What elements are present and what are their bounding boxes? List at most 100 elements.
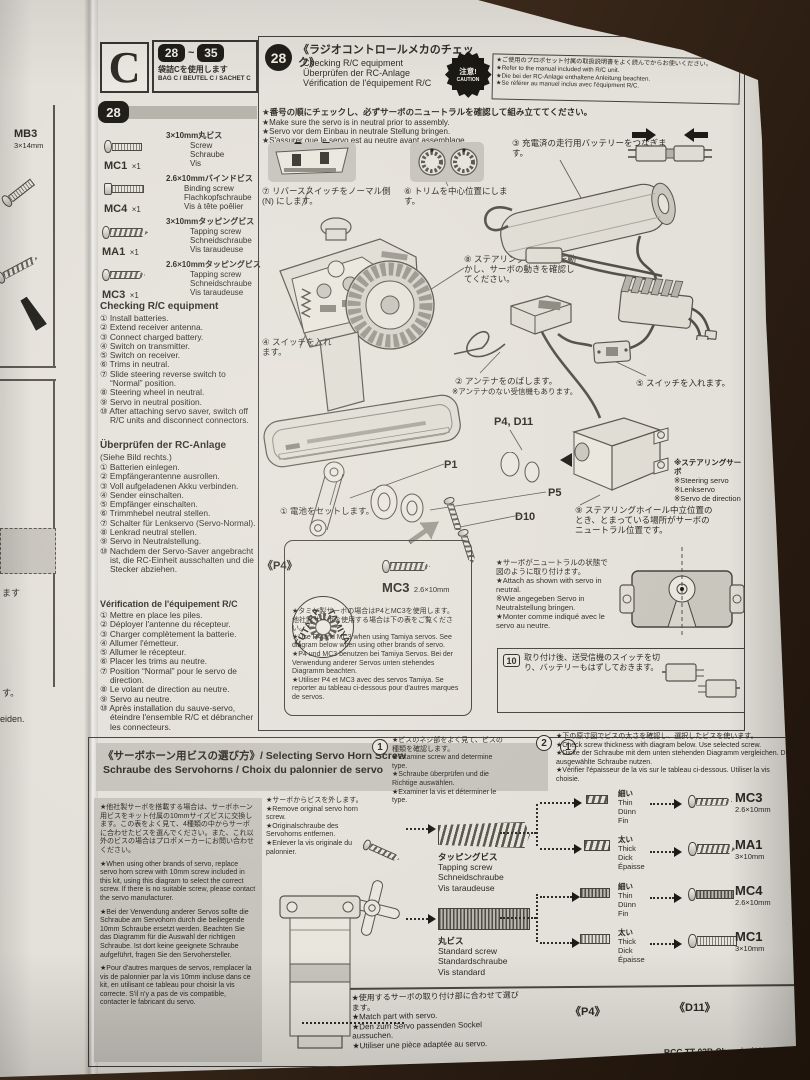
part-ma1-icon xyxy=(102,226,148,239)
part-ma1-jp: 3×10mmタッピングビス xyxy=(166,217,255,226)
part-mc1-jp: 3×10mm丸ビス xyxy=(166,131,223,140)
bottom-servo-illustration xyxy=(279,895,361,1049)
thickness-label: Dünn xyxy=(618,807,636,816)
thickness-label: Fin xyxy=(618,909,629,918)
part-mc4-qty: ×1 xyxy=(131,205,141,214)
callout-7: ⑦ リバーススイッチをノーマル側 (N) にします。 xyxy=(262,186,391,207)
label-p4-d11: P4, D11 xyxy=(494,416,534,428)
step10-text: 取り付け後、送受信機のスイッチを切り、バッテリーもはずしておきます。 xyxy=(524,653,660,672)
bag-range-from: 28 xyxy=(158,44,185,62)
standard-screw-labels: 丸ビス Standard screw Standardschraube Vis … xyxy=(438,936,528,977)
thickness-label: 細い xyxy=(618,789,633,798)
thickness-label: Épaisse xyxy=(618,862,645,871)
standard-label: Standard screw xyxy=(438,946,498,957)
steering-servo-label: ※Steering servo xyxy=(674,476,729,485)
dotted-leader xyxy=(302,1022,404,1024)
check-fr-item: ① Mettre en place les piles. xyxy=(100,610,203,620)
bag-letter: C xyxy=(108,42,141,92)
reverse-switch-inset xyxy=(268,142,356,182)
dotted-arrow xyxy=(540,892,580,902)
step2-line: ★Check screw thickness with diagram belo… xyxy=(556,741,762,749)
caution-burst-icon: 注意!CAUTION xyxy=(444,50,492,98)
adjacent-box-line-1 xyxy=(0,366,56,368)
caution-en: CAUTION xyxy=(456,76,480,83)
disc1-label: 《P4》 xyxy=(570,1006,606,1018)
check-de-item: ② Empfängerantenne ausrollen. xyxy=(100,471,220,482)
p4-box-line: ★P4 und MC3 benutzen bei Tamiya Servos. … xyxy=(292,650,454,676)
part-mc4-jp: 2.6×10mmバインドビス xyxy=(166,174,253,183)
check-en-item: ② Extend receiver antenna. xyxy=(100,322,203,333)
dotted-arrow xyxy=(650,847,682,857)
p4-box-text: ★タミヤ製サーボの場合はP4とMC3を使用します。 他社製サーボを使用する場合は… xyxy=(292,608,466,703)
panel-title-en: Checking R/C equipment xyxy=(303,58,404,68)
part-mc1-qty: ×1 xyxy=(131,162,141,171)
check-fr-item: ⑩ Après installation du sauve-servo, éte… xyxy=(100,702,254,732)
standard-label: Vis standard xyxy=(438,966,486,977)
check-en-item: ⑤ Switch on receiver. xyxy=(100,350,181,361)
check-fr-title: Vérification de l'équipement R/C xyxy=(100,599,238,609)
check-en-item: ⑧ Steering wheel in neutral. xyxy=(100,387,205,398)
tapping-label: Vis taraudeuse xyxy=(438,882,495,893)
disconnect-connectors-icon xyxy=(662,663,740,698)
bottom-info-box: ★他社製サーボを搭載する場合は、サーボホーン用ビスをキット付属の10mmサイズビ… xyxy=(94,798,262,1062)
adjacent-text-fragment-3: eiden. xyxy=(0,714,25,724)
adjacent-screw-icon xyxy=(0,176,36,209)
remove-line: ★Remove original servo horn screw. xyxy=(266,805,358,822)
panel-title-de: Überprüfen der RC-Anlage xyxy=(303,68,411,78)
row-mc1-screw-icon xyxy=(688,934,737,948)
thickness-label: Épaisse xyxy=(618,955,645,964)
thickness-label: 太い xyxy=(618,835,633,844)
p4-box-screw-size: 2.6×10mm xyxy=(413,585,450,594)
check-fr-item: ③ Charger complètement la batterie. xyxy=(100,628,237,639)
step2-line: ★Dicke der Schraube mit dem unten stehen… xyxy=(556,750,792,766)
check-fr-item: ⑤ Allumer le récepteur. xyxy=(100,647,187,658)
check-en-title: Checking R/C equipment xyxy=(100,301,219,312)
remove-screw-note: ★サーボからビスを外します。 ★Remove original servo ho… xyxy=(266,797,370,857)
callout-9: ⑨ ステアリングホイール中立位置のとき、とまっている場所がサーボのニュートラル位… xyxy=(575,505,713,536)
step1-line: ★Schraube überprüfen und die Richtige au… xyxy=(392,771,489,787)
check-fr-item: ⑧ Le volant de direction au neutre. xyxy=(100,684,230,695)
row-mc4-screw-icon xyxy=(688,888,734,901)
check-de-item: ⑦ Schalter für Lenkservo (Servo-Normal). xyxy=(100,517,256,528)
p4-box-line: ★Use P4 and MC3 when using Tamiya servos… xyxy=(292,633,452,650)
p4-box-line: ★タミヤ製サーボの場合はP4とMC3を使用します。 xyxy=(292,608,454,615)
dotted-arrow xyxy=(650,893,682,903)
row-mc3-labels: 細い Thin Dünn Fin xyxy=(618,789,636,825)
esc-illustration xyxy=(617,276,718,340)
check-en-list: ① Install batteries. ② Extend receiver a… xyxy=(100,313,258,426)
standard-label: Standardschraube xyxy=(438,956,508,967)
disc2-label: 《D11》 xyxy=(674,1002,716,1014)
label-p1: P1 xyxy=(444,459,458,471)
adjacent-gray-box xyxy=(0,528,56,574)
bag-usage-langs: BAG C / BEUTEL C / SACHET C xyxy=(158,74,251,82)
steering-servo-label: ※Lenkservo xyxy=(674,485,715,494)
adjacent-text-fragment-1: ます xyxy=(2,588,21,598)
dotted-arrow xyxy=(406,824,436,834)
panel-title-jp: 《ラジオコントロールメカのチェック》 xyxy=(298,44,474,69)
panel-title-fr: Vérification de l'équipement R/C xyxy=(303,78,432,88)
dotted-leader xyxy=(536,804,538,846)
row-mc4-code: MC4 xyxy=(735,883,763,898)
check-de-item: ① Batterien einlegen. xyxy=(100,462,180,472)
attach-note-line: ★Attach as shown with servo in neutral. xyxy=(496,576,602,594)
part-mc4-de: Flachkopfschraube xyxy=(184,193,252,202)
chassis-footer: RCC TT-02B Chassis (11053619) xyxy=(663,1044,794,1058)
servo-top-view xyxy=(619,547,745,637)
bottom-header-line1: 《サーボホーン用ビスの選び方》/ Selecting Servo Horn Sc… xyxy=(103,750,406,762)
step1-text: ★ビスのネジ部をよく見て、ビスの種類を確認します。 ★Examine screw… xyxy=(392,737,506,806)
bag-usage-jp: 袋詰Cを使用します xyxy=(158,65,228,74)
attach-note: ★サーボがニュートラルの状態で図のように取り付けます。 ★Attach as s… xyxy=(496,558,610,630)
servo-illustration xyxy=(560,417,669,491)
part-mc4-icon xyxy=(104,183,144,195)
thickness-label: Dick xyxy=(618,853,633,862)
check-en-item: ⑩ After attaching servo saver, switch of… xyxy=(100,405,249,426)
step28-panel xyxy=(258,36,745,731)
part-mc3-en: Tapping screw xyxy=(190,270,242,279)
transmitter-illustration xyxy=(263,217,461,468)
step2-circle: 2 xyxy=(536,735,552,751)
row-ma1-screw-icon xyxy=(688,842,735,856)
steering-servo-label: ※ステアリングサーボ xyxy=(674,458,742,476)
bag-letter-box: C xyxy=(100,42,149,93)
part-mc4-code: MC4 xyxy=(104,203,128,215)
